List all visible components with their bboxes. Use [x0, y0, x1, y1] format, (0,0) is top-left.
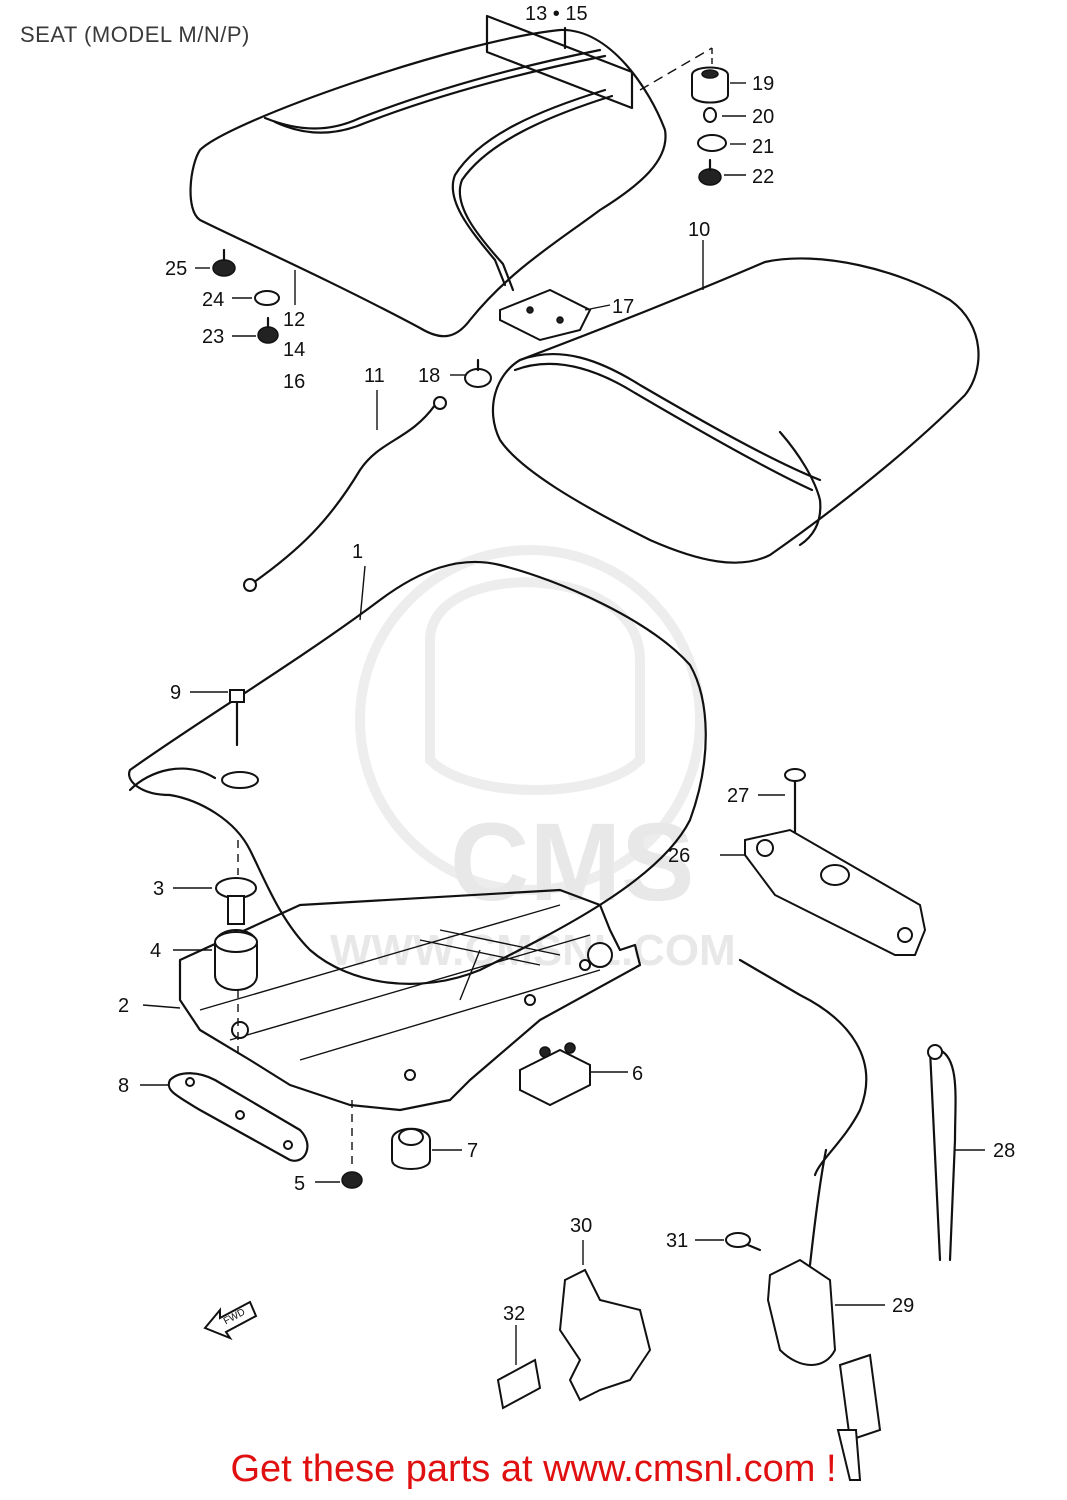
callout-6: 6	[632, 1063, 643, 1085]
callout-29: 29	[892, 1295, 914, 1317]
footer-link-text[interactable]: Get these parts at www.cmsnl.com !	[230, 1448, 837, 1490]
watermark-logo-text: CMS	[450, 801, 694, 924]
nut-18	[464, 358, 492, 388]
leader-lines	[140, 28, 985, 1365]
callout-20: 20	[752, 106, 774, 128]
rear-seat-cowl	[189, 28, 667, 338]
callout-26: 26	[668, 845, 690, 867]
screw-31	[725, 1232, 762, 1252]
callout-32: 32	[503, 1303, 525, 1325]
cushion-3	[215, 877, 257, 925]
callout-7: 7	[467, 1140, 478, 1162]
collar-20	[703, 107, 717, 123]
fwd-arrow-icon: FWD	[203, 1300, 258, 1341]
callout-4: 4	[150, 940, 161, 962]
bolt-25	[212, 248, 236, 277]
bracket-30	[558, 1268, 652, 1402]
cushion-7	[391, 1127, 431, 1170]
seat-base-plate	[178, 888, 642, 1112]
callout-5: 5	[294, 1173, 305, 1195]
washer-24	[254, 290, 280, 306]
lock-29	[766, 1258, 882, 1481]
callout-25: 25	[165, 258, 187, 280]
cable-28	[927, 1044, 957, 1262]
wire-11	[243, 396, 447, 592]
bracket-8	[167, 1072, 309, 1162]
callout-3: 3	[153, 878, 164, 900]
front-seat	[491, 257, 980, 564]
page-title: SEAT (MODEL M/N/P)	[20, 22, 250, 47]
callout-28: 28	[993, 1140, 1015, 1162]
callout-31: 31	[666, 1230, 688, 1252]
hinge-17	[499, 288, 592, 342]
callout-13-15: 13 • 15	[525, 3, 588, 25]
callout-16: 16	[283, 371, 305, 393]
washer-21	[697, 134, 727, 152]
callout-23: 23	[202, 326, 224, 348]
lock-bracket-26	[744, 828, 927, 956]
nut-23	[257, 316, 279, 344]
callout-2: 2	[118, 995, 129, 1017]
cms-watermark: CMS WWW.CMSNL.COM	[330, 545, 736, 975]
callout-22: 22	[752, 166, 774, 188]
cable-lock	[738, 958, 868, 1267]
callout-21: 21	[752, 136, 774, 158]
screw-27	[784, 768, 806, 834]
bolt-9	[221, 689, 259, 789]
callout-14: 14	[283, 339, 305, 361]
callout-17: 17	[612, 296, 634, 318]
callout-8: 8	[118, 1075, 129, 1097]
callout-1: 1	[352, 541, 363, 563]
main-seat	[127, 560, 707, 985]
callout-labels: 1 2 3 4 5 6 7 8 9 10 11 12 13 • 15 14 16…	[118, 3, 1015, 1325]
callout-9: 9	[170, 682, 181, 704]
nut-5	[341, 1171, 363, 1189]
callout-19: 19	[752, 73, 774, 95]
watermark-url-text: WWW.CMSNL.COM	[330, 926, 736, 975]
callout-18: 18	[418, 365, 440, 387]
bolt-22	[698, 158, 722, 186]
callout-24: 24	[202, 289, 224, 311]
callout-11: 11	[364, 365, 385, 387]
callout-27: 27	[727, 785, 749, 807]
label-32	[496, 1358, 542, 1410]
callout-10: 10	[688, 219, 710, 241]
block-6	[519, 1042, 591, 1107]
cushion-4	[214, 929, 258, 991]
cushion-19	[691, 66, 729, 104]
callout-12: 12	[283, 309, 305, 331]
callout-30: 30	[570, 1215, 592, 1237]
